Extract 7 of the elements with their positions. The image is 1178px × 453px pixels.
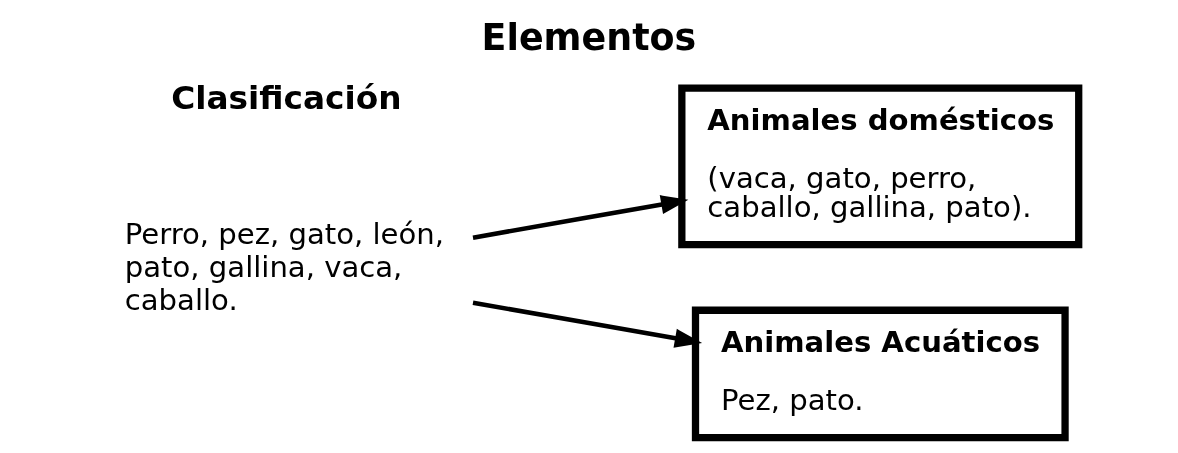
node-box: Animales Acuáticos Pez, pato. xyxy=(691,306,1069,442)
diagram-title: Elementos xyxy=(481,15,697,59)
node-text: Perro, pez, gato, león, pato, gallina, vaca, caballo. xyxy=(124,217,445,317)
label: Clasificación xyxy=(171,78,402,117)
arrow xyxy=(472,300,703,348)
node-box: Animales domésticos (vaca, gato, perro, caballo, gallina, pato). xyxy=(678,84,1083,249)
arrow xyxy=(472,195,689,240)
